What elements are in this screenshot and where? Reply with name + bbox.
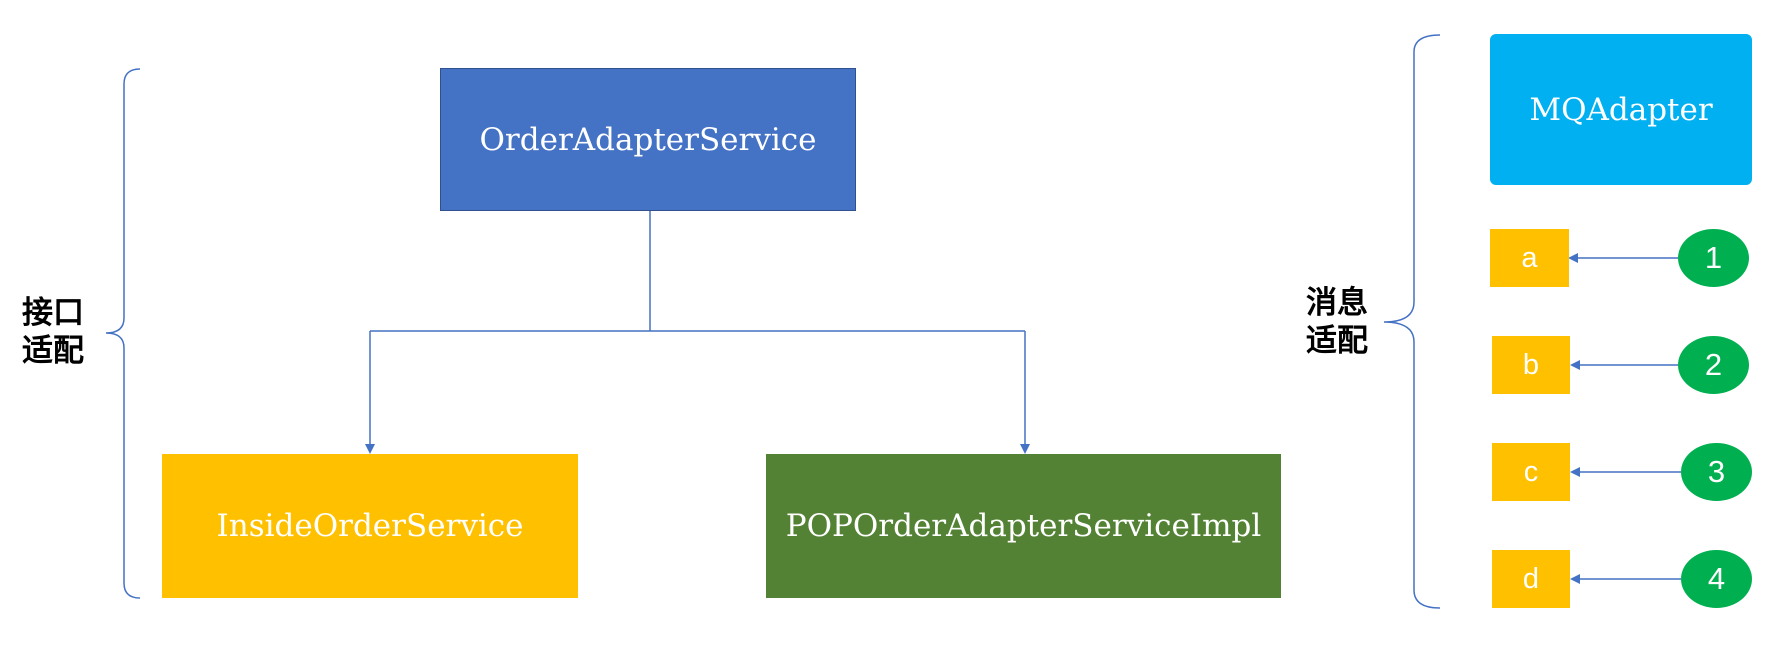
message-adapter-label-line2: 适配 bbox=[1306, 323, 1368, 359]
message-box-c-label: c bbox=[1523, 455, 1539, 488]
right-brace bbox=[1383, 34, 1441, 609]
order-adapter-service-box: OrderAdapterService bbox=[440, 68, 856, 211]
inside-order-service-label: InsideOrderService bbox=[216, 508, 524, 544]
message-box-d-label: d bbox=[1522, 562, 1540, 595]
source-circle-1-label: 1 bbox=[1704, 240, 1723, 275]
message-box-d: d bbox=[1492, 550, 1570, 608]
interface-adapter-label: 接口 适配 bbox=[22, 294, 84, 370]
pop-order-adapter-service-impl-box: POPOrderAdapterServiceImpl bbox=[766, 454, 1281, 598]
left-brace bbox=[105, 68, 141, 599]
source-circle-3: 3 bbox=[1681, 443, 1752, 501]
order-adapter-service-label: OrderAdapterService bbox=[479, 121, 817, 158]
mq-adapter-label: MQAdapter bbox=[1529, 91, 1713, 128]
message-box-b-label: b bbox=[1522, 348, 1540, 381]
message-box-a: a bbox=[1490, 229, 1569, 287]
mq-adapter-box: MQAdapter bbox=[1490, 34, 1752, 185]
message-box-c: c bbox=[1492, 443, 1570, 501]
source-circle-2-label: 2 bbox=[1704, 347, 1723, 382]
source-circle-3-label: 3 bbox=[1707, 454, 1726, 489]
inside-order-service-box: InsideOrderService bbox=[162, 454, 578, 598]
source-circle-2: 2 bbox=[1678, 336, 1749, 394]
source-circle-1: 1 bbox=[1678, 229, 1749, 287]
interface-adapter-label-line2: 适配 bbox=[22, 333, 84, 369]
pop-order-adapter-service-impl-label: POPOrderAdapterServiceImpl bbox=[785, 508, 1262, 544]
message-box-b: b bbox=[1492, 336, 1570, 394]
source-circle-4: 4 bbox=[1681, 550, 1752, 608]
message-adapter-label: 消息 适配 bbox=[1306, 284, 1368, 360]
message-box-a-label: a bbox=[1521, 241, 1538, 274]
interface-adapter-label-line1: 接口 bbox=[22, 295, 84, 331]
tree-connector bbox=[370, 211, 1025, 332]
message-adapter-label-line1: 消息 bbox=[1306, 285, 1368, 321]
source-circle-4-label: 4 bbox=[1707, 561, 1726, 596]
